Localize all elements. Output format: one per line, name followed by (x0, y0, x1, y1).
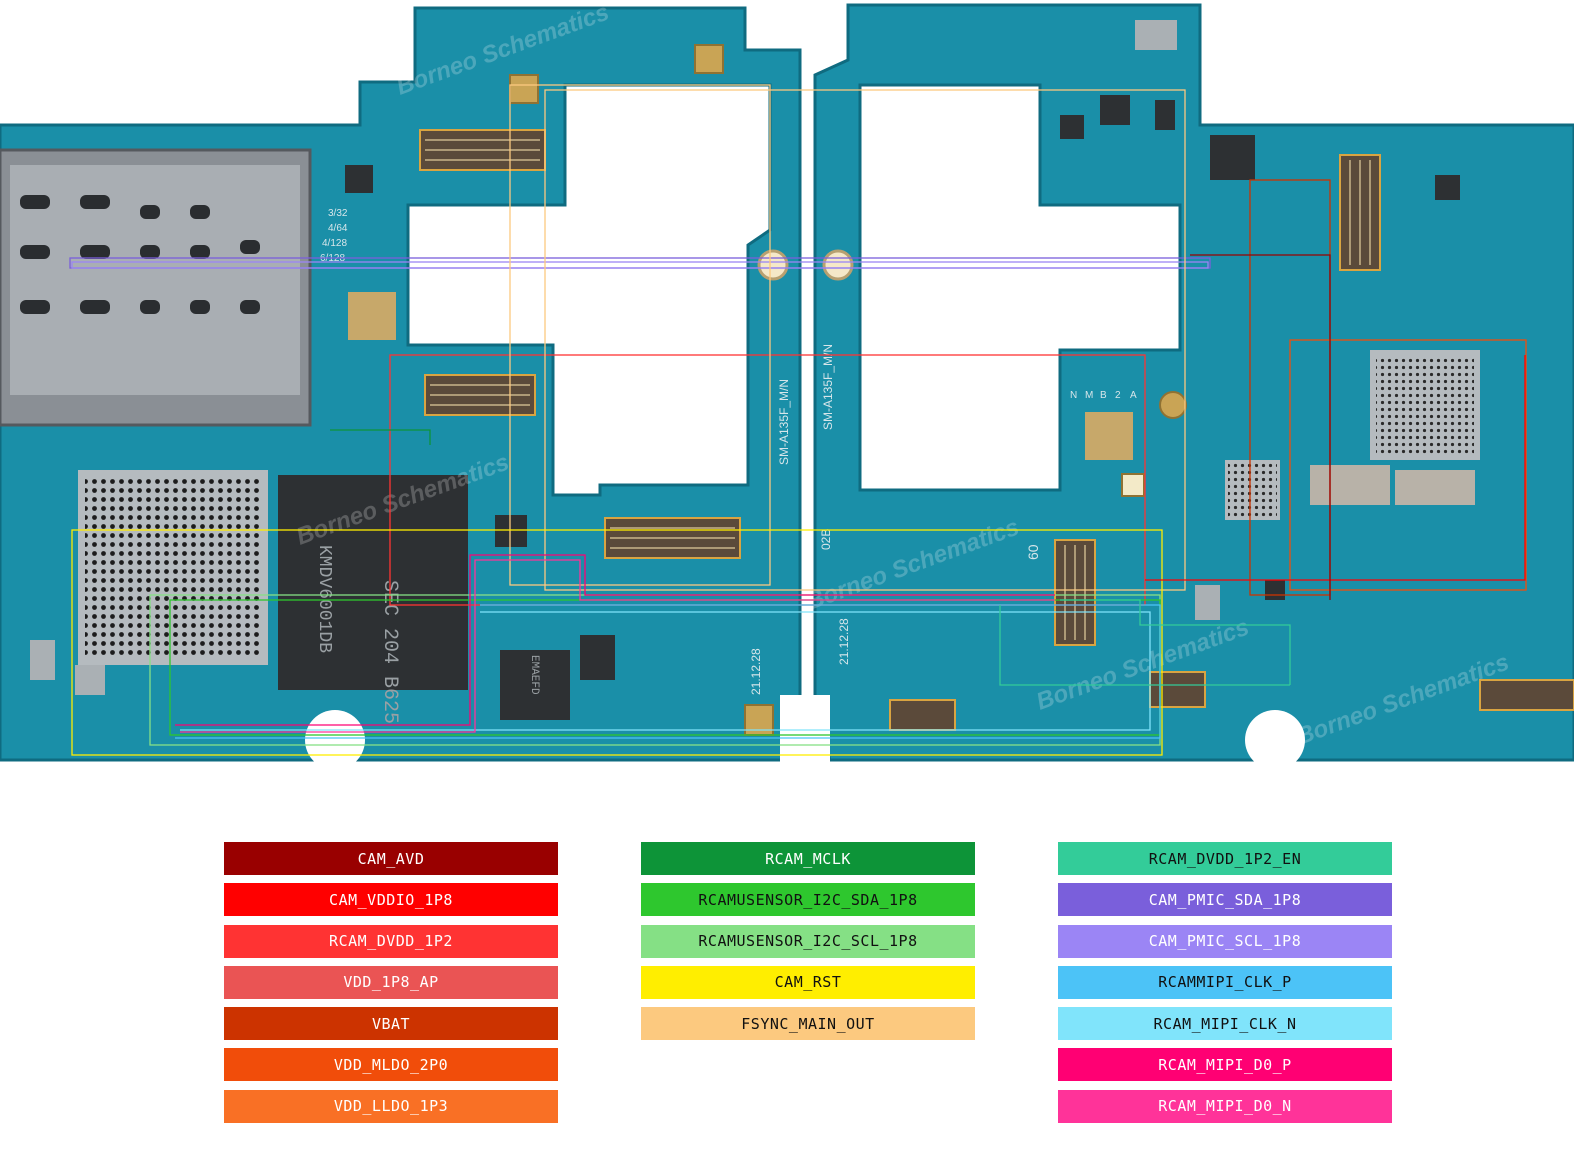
legend-item: RCAM_MIPI_D0_N (1058, 1089, 1392, 1123)
svg-text:3/32: 3/32 (328, 208, 348, 219)
svg-text:2: 2 (1115, 390, 1121, 401)
chip-text-3: EMAEFD (528, 655, 540, 695)
date-right: 21.12.28 (837, 618, 851, 665)
legend-item: VDD_1P8_AP (224, 965, 558, 999)
legend-item: CAM_PMIC_SDA_1P8 (1058, 883, 1392, 917)
chip-text: SEC 204 B625 (378, 580, 401, 724)
board-gap (780, 695, 830, 770)
svg-text:4/64: 4/64 (328, 223, 348, 234)
legend-item: RCAM_MIPI_D0_P (1058, 1048, 1392, 1082)
pcb-board-image: SEC 204 B625 KMDV6001DB EMAEFD (0, 3, 1574, 770)
sim-tray-inner (10, 165, 300, 395)
svg-text:M: M (1085, 390, 1093, 401)
legend-item: RCAM_DVDD_1P2 (224, 924, 558, 958)
silkscreen-left: SM-A135F_M/N (777, 379, 791, 465)
legend-item: CAM_RST (641, 965, 975, 999)
memory-chip (278, 475, 468, 690)
legend-item: RCAMMIPI_CLK_P (1058, 965, 1392, 999)
legend-item: VBAT (224, 1007, 558, 1041)
pin-letters: N M B 2 A (1070, 390, 1137, 401)
board-notch (305, 710, 365, 770)
svg-text:4/128: 4/128 (322, 238, 347, 249)
chip-text-2: KMDV6001DB (314, 545, 334, 653)
board-notch (1245, 710, 1305, 770)
silkscreen-right: SM-A135F_M/N (821, 344, 835, 430)
legend-item: CAM_PMIC_SCL_1P8 (1058, 924, 1392, 958)
legend-item: RCAM_MIPI_CLK_N (1058, 1007, 1392, 1041)
legend-item: CAM_VDDIO_1P8 (224, 883, 558, 917)
legend-item: VDD_MLDO_2P0 (224, 1048, 558, 1082)
qr-code (348, 292, 396, 340)
legend-item: RCAMUSENSOR_I2C_SDA_1P8 (641, 883, 975, 917)
chip-text-4: 02B (819, 529, 833, 550)
sim-contacts (20, 195, 260, 314)
connector-pins (425, 139, 1371, 640)
signal-traces (69, 84, 1527, 756)
mounting-holes (757, 249, 854, 281)
board-connectors (419, 129, 1574, 731)
date-left: 21.12.28 (749, 648, 763, 695)
legend-item: VDD_LLDO_1P3 (224, 1089, 558, 1123)
legend-item: RCAMUSENSOR_I2C_SCL_1P8 (641, 924, 975, 958)
small-components (30, 20, 1475, 695)
svg-text:B: B (1100, 390, 1107, 401)
pmic-small (500, 650, 570, 720)
legend-item: RCAM_MCLK (641, 842, 975, 875)
svg-text:N: N (1070, 390, 1077, 401)
svg-text:A: A (1130, 390, 1137, 401)
chip-text-5: 60 (1025, 544, 1041, 560)
qr-code (1085, 412, 1133, 460)
legend-item: FSYNC_MAIN_OUT (641, 1007, 975, 1041)
legend-item: CAM_AVD (224, 842, 558, 875)
legend-item: RCAM_DVDD_1P2_EN (1058, 842, 1392, 875)
